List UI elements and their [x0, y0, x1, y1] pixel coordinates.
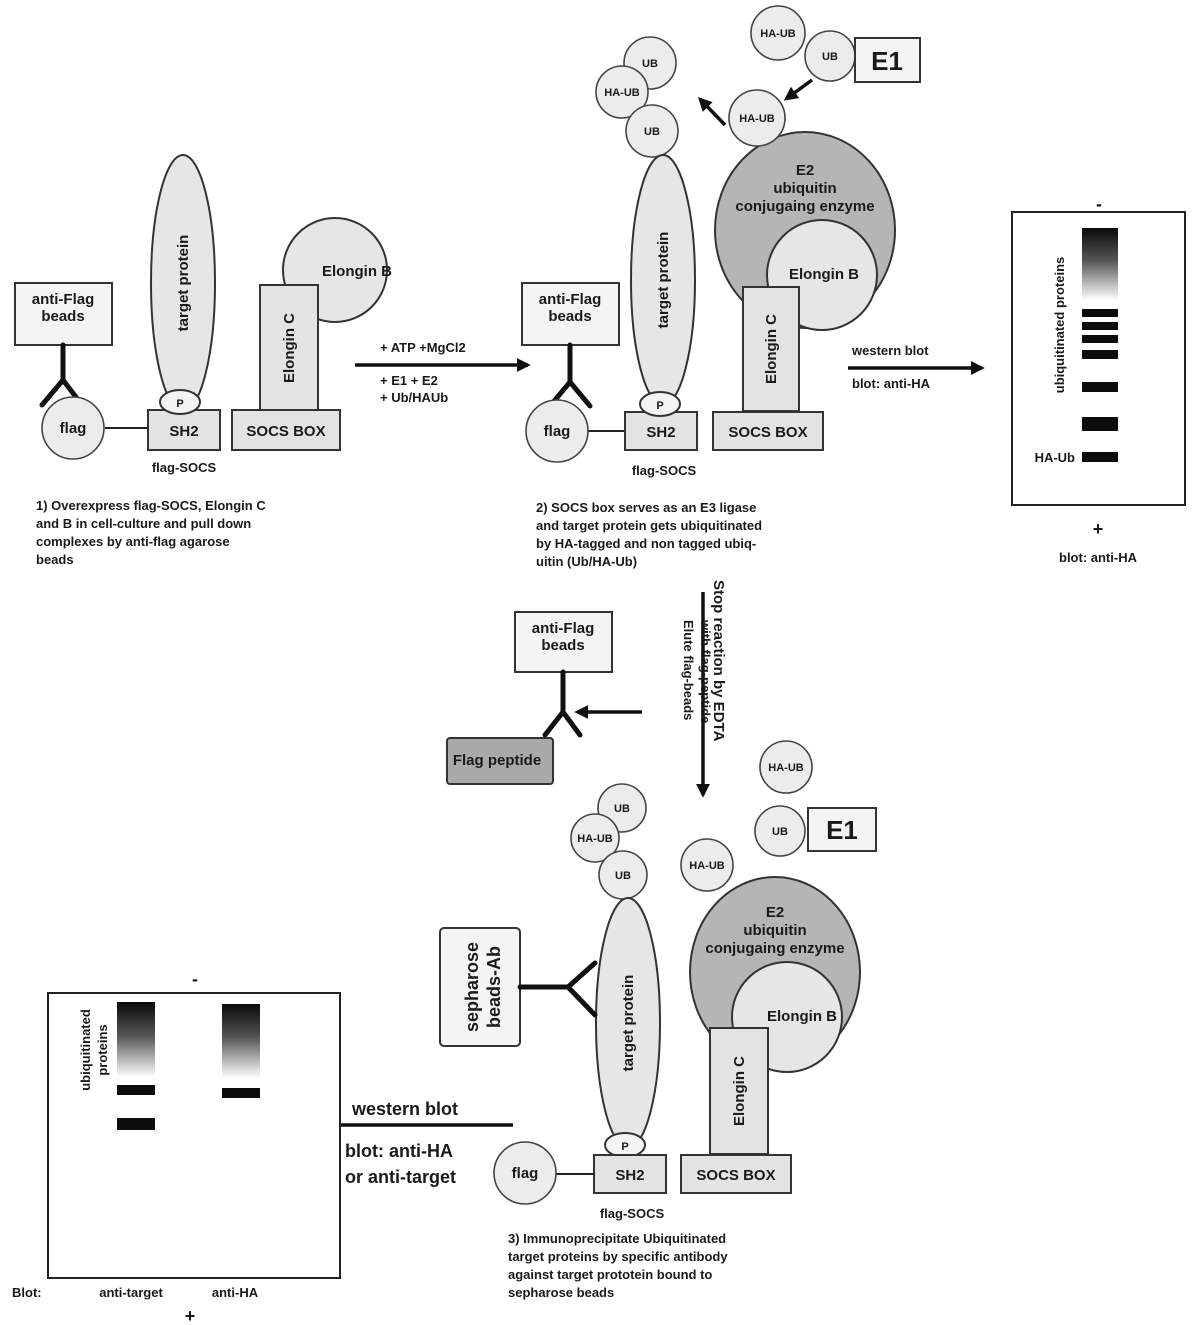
ha-ub-label: HA-UB [739, 113, 774, 125]
sh2-label: SH2 [615, 1167, 644, 1184]
socs-box-label: SOCS BOX [246, 423, 325, 440]
transfer-arrow [786, 80, 812, 99]
flag-label: flag [544, 423, 571, 440]
ub-label: UB [615, 870, 631, 882]
reaction-bottom-label: + E1 + E2+ Ub/HAUb [380, 373, 448, 405]
reaction-arrow: + ATP +MgCl2 + E1 + E2+ Ub/HAUb [355, 340, 528, 405]
ha-ub-band-label: HA-Ub [1035, 450, 1075, 465]
gel-1: - ubiquitinated proteins HA-Ub + blot: a… [1012, 194, 1185, 565]
gel-band [117, 1118, 155, 1130]
gel-band [1082, 309, 1118, 317]
gel-lane-label: ubiquitinated proteins [1052, 257, 1067, 394]
flag-socs-label: flag-SOCS [152, 460, 217, 475]
eluted-beads: anti-Flagbeads Flag peptide [447, 612, 612, 784]
reaction-top-label: + ATP +MgCl2 [380, 340, 466, 355]
antibody-icon [42, 345, 82, 405]
western-blot-label: western blot [851, 343, 929, 358]
ub-label: UB [642, 58, 658, 70]
socs-box-label: SOCS BOX [728, 424, 807, 441]
sh2-label: SH2 [169, 423, 198, 440]
sh2-label: SH2 [646, 424, 675, 441]
elongin-c-label: Elongin C [281, 313, 298, 383]
ub-label: UB [772, 826, 788, 838]
flag-socs-label: flag-SOCS [632, 463, 697, 478]
ub-label: UB [644, 126, 660, 138]
flag-peptide-label: Flag peptide [453, 752, 541, 769]
ha-ub-label: HA-UB [604, 87, 639, 99]
ub-label: UB [614, 803, 630, 815]
gel-band [1082, 382, 1118, 392]
western-blot-label: western blot [351, 1099, 458, 1119]
western-blot-arrow-1: western blot blot: anti-HA [848, 343, 982, 391]
ha-ub-label: HA-UB [577, 833, 612, 845]
phosphate-label: P [176, 398, 183, 410]
gel-band [222, 1088, 260, 1098]
gel-band [1082, 452, 1118, 462]
target-protein-label: target protein [655, 232, 672, 329]
flag-socs-label: flag-SOCS [600, 1206, 665, 1221]
gel-plus: + [185, 1306, 196, 1325]
ubiquitin-smear [1082, 228, 1118, 300]
phosphate-label: P [621, 1141, 628, 1153]
antibody-icon [550, 345, 590, 406]
ha-ub-label: HA-UB [760, 28, 795, 40]
gel-band [1082, 350, 1118, 359]
blot-label: Blot: [12, 1285, 42, 1300]
ubiquitin-smear-lane-1 [117, 1002, 155, 1077]
antibody-icon [520, 963, 595, 1015]
elongin-b-label: Elongin B [789, 266, 859, 283]
elongin-c-label: Elongin C [763, 314, 780, 384]
e1-label: E1 [871, 46, 903, 76]
target-protein-label: target protein [620, 975, 637, 1072]
antibody-icon [545, 672, 580, 735]
gel-band [117, 1085, 155, 1095]
target-protein-label: target protein [175, 235, 192, 332]
ub-label: UB [822, 51, 838, 63]
panel-3-complex: HA-UB UB E1 UB HA-UB UB target protein P… [440, 741, 876, 1300]
socs-box-label: SOCS BOX [696, 1167, 775, 1184]
elongin-b-label: Elongin B [322, 263, 392, 280]
lane-2-label: anti-HA [212, 1285, 259, 1300]
gel-minus: - [192, 969, 198, 989]
flag-label: flag [60, 420, 87, 437]
transfer-arrow [700, 99, 725, 125]
gel-band [1082, 417, 1118, 431]
ubiquitin-smear-lane-2 [222, 1004, 260, 1078]
lane-1-label: anti-target [99, 1285, 163, 1300]
gel-band [1082, 335, 1118, 343]
gel-band [1082, 322, 1118, 330]
gel-caption: blot: anti-HA [1059, 550, 1138, 565]
elongin-c-label: Elongin C [731, 1056, 748, 1126]
gel-plus: + [1093, 519, 1104, 539]
ha-ub-label: HA-UB [768, 762, 803, 774]
ha-ub-label: HA-UB [689, 860, 724, 872]
flag-label: flag [512, 1165, 539, 1182]
elongin-b-label: Elongin B [767, 1008, 837, 1025]
phosphate-label: P [656, 400, 663, 412]
blot-label: blot: anti-HA [852, 376, 931, 391]
e1-label: E1 [826, 815, 858, 845]
